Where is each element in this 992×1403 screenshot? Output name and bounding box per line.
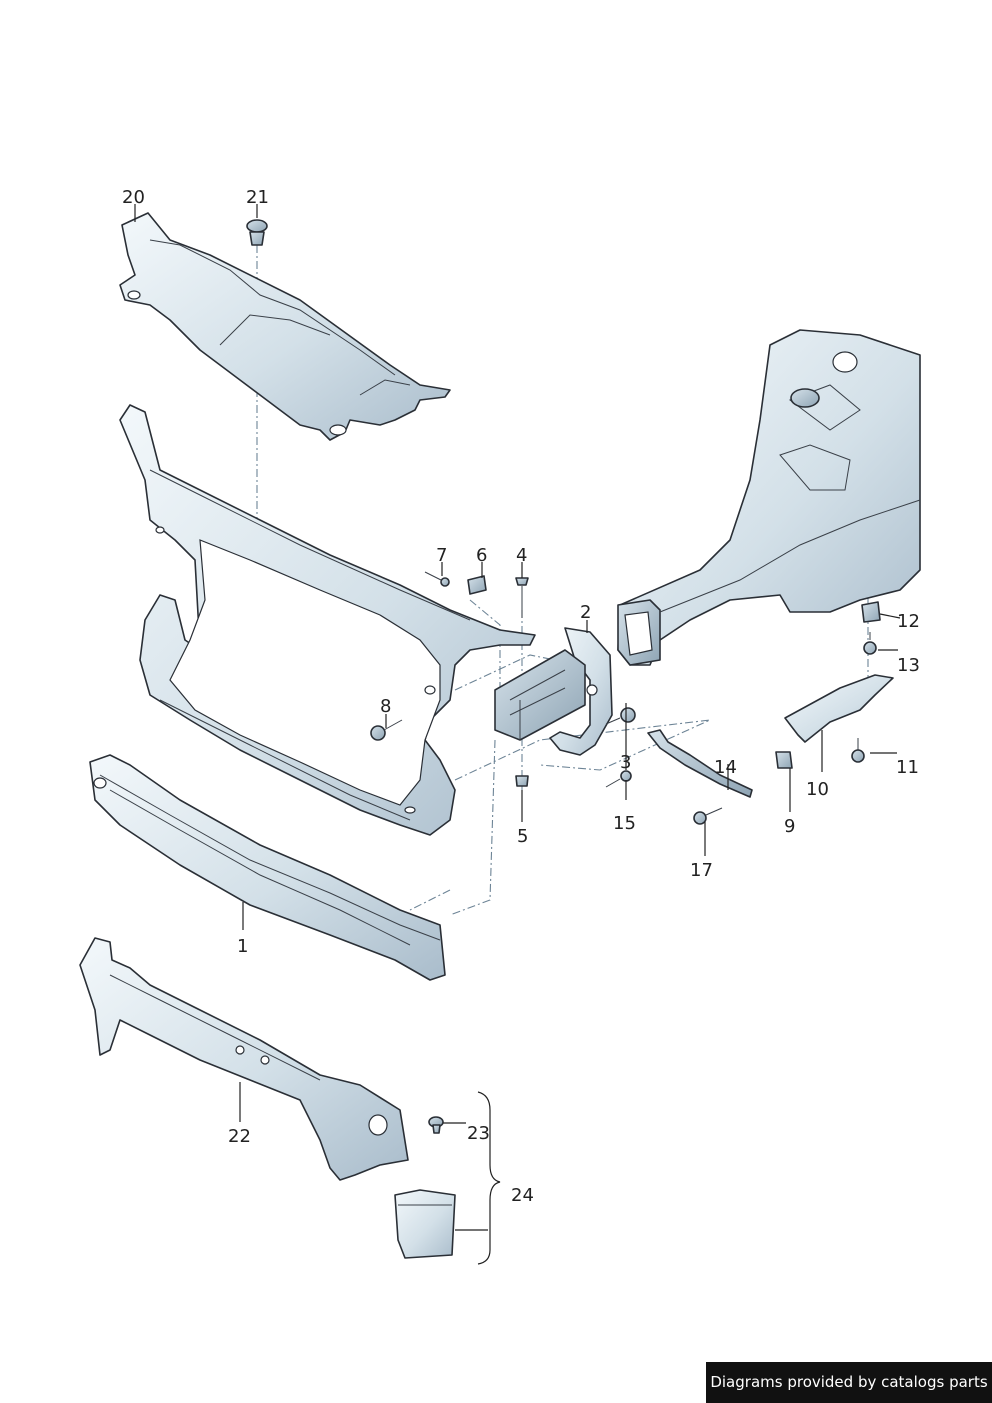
part-2-bracket: [494, 627, 613, 756]
callout-12: 12: [897, 611, 920, 632]
part-23-clip: [428, 1116, 444, 1134]
callout-13: 13: [897, 655, 920, 676]
callout-4: 4: [516, 545, 527, 566]
group-bracket-24: [477, 1091, 501, 1265]
part-1-bumper-beam: [89, 754, 446, 981]
callout-17: 17: [690, 860, 713, 881]
callout-23: 23: [467, 1123, 490, 1144]
callout-20: 20: [122, 187, 145, 208]
callout-24: 24: [511, 1185, 534, 1206]
callout-5: 5: [517, 826, 528, 847]
callout-9: 9: [784, 816, 795, 837]
callout-labels: 20 21 7 6 4 2 8 3 15 5 14 17 9 10 11 12 …: [122, 187, 920, 1206]
callout-11: 11: [896, 757, 919, 778]
callout-15: 15: [613, 813, 636, 834]
callout-6: 6: [476, 545, 487, 566]
leader-lines: [134, 204, 901, 1231]
callout-14: 14: [714, 757, 737, 778]
credit-banner: Diagrams provided by catalogs parts: [706, 1362, 992, 1403]
callout-1: 1: [237, 936, 248, 957]
part-24-bag: [394, 1189, 456, 1259]
part-21-clip: [246, 219, 268, 246]
assembly-lines: [256, 245, 869, 916]
part-22-energy-absorber: [79, 937, 409, 1181]
callout-8: 8: [380, 696, 391, 717]
callout-7: 7: [436, 545, 447, 566]
callout-21: 21: [246, 187, 269, 208]
callout-2: 2: [580, 602, 591, 623]
callout-22: 22: [228, 1126, 251, 1147]
part-20-upper-cover: [119, 212, 451, 441]
fasteners: [370, 571, 894, 825]
callout-3: 3: [620, 752, 631, 773]
body-front-structure: [617, 329, 921, 666]
radiator-support-frame: [119, 404, 536, 836]
callout-10: 10: [806, 779, 829, 800]
